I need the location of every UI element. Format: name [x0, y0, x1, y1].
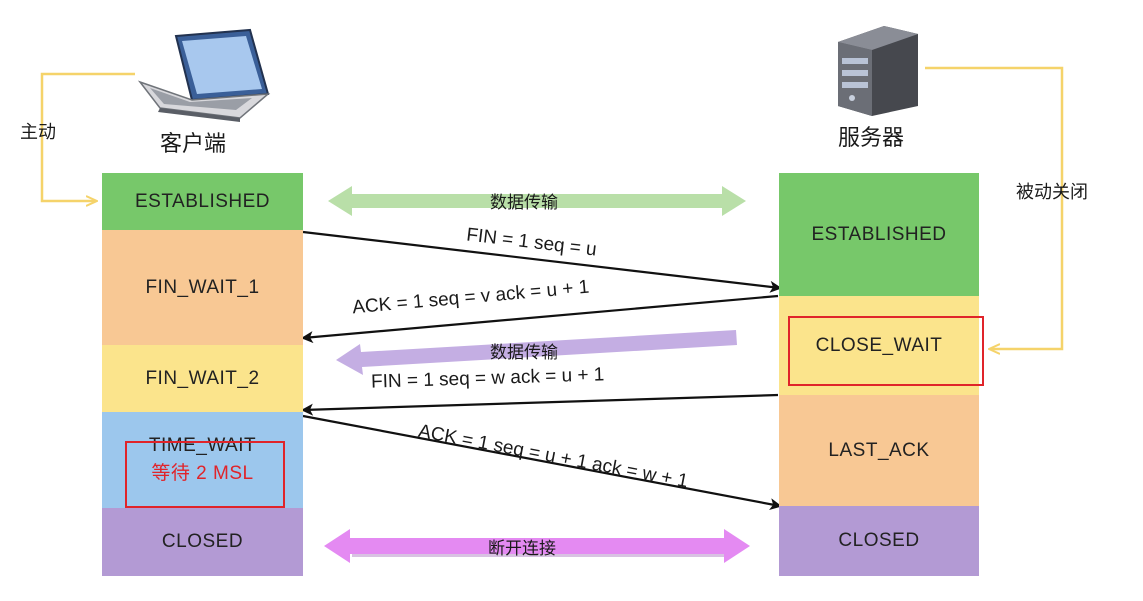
client-title: 客户端 — [160, 131, 227, 156]
data-transfer-arrow-both — [328, 186, 746, 216]
client-state-fin-wait-2: FIN_WAIT_2 — [102, 345, 303, 412]
client-state-closed: CLOSED — [102, 508, 303, 576]
initiator-label: 主动 — [20, 122, 56, 142]
laptop-icon — [137, 28, 271, 122]
time-wait-content: TIME_WAIT 等待 2 MSL — [149, 432, 256, 488]
fin1-arrow — [302, 230, 782, 293]
passive-close-label: 被动关闭 — [1016, 182, 1088, 202]
client-state-time-wait: TIME_WAIT 等待 2 MSL — [102, 412, 303, 508]
ack2-arrow — [302, 414, 782, 511]
close-wait-highlight — [788, 316, 984, 386]
server-title: 服务器 — [838, 125, 905, 150]
passive-bracket — [925, 66, 1064, 349]
disconnect-arrow — [324, 529, 750, 563]
time-wait-label: TIME_WAIT — [148, 435, 257, 456]
server-state-last-ack: LAST_ACK — [779, 395, 979, 506]
server-tower-icon — [838, 26, 918, 116]
data-transfer-arrow-to-client — [336, 330, 737, 375]
data-transfer-label-both: 数据传输 — [490, 193, 558, 212]
disconnect-label: 断开连接 — [488, 539, 556, 558]
initiator-bracket — [40, 72, 135, 201]
data-transfer-label-to-client: 数据传输 — [490, 343, 558, 362]
client-state-established: ESTABLISHED — [102, 173, 303, 230]
time-wait-note: 等待 2 MSL — [151, 463, 254, 484]
fin2-arrow — [301, 393, 779, 416]
server-state-established: ESTABLISHED — [779, 173, 979, 296]
server-state-close-wait: CLOSE_WAIT — [779, 296, 979, 395]
time-wait-highlight — [125, 441, 285, 508]
server-state-closed: CLOSED — [779, 506, 979, 576]
ack1-arrow — [301, 294, 779, 344]
client-state-fin-wait-1: FIN_WAIT_1 — [102, 230, 303, 345]
